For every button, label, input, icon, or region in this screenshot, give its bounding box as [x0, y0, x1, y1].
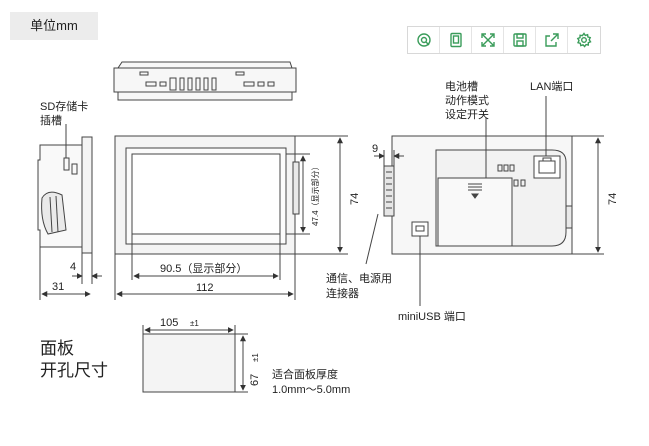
settings-icon [576, 32, 592, 48]
panel-cutout-title-2: 开孔尺寸 [40, 361, 108, 380]
comm-connector-label-2: 连接器 [326, 287, 359, 300]
sd-slot-label-1: SD存储卡 [40, 99, 88, 113]
battery-label-2: 动作模式 [445, 94, 489, 107]
dim-4-label: 4 [70, 261, 76, 273]
dim-112-label: 112 [196, 282, 214, 294]
dim-9-label: 9 [372, 143, 378, 155]
mini-usb-label: miniUSB 端口 [398, 310, 466, 323]
panel-thickness-label-1: 适合面板厚度 [272, 367, 338, 381]
cut-width-label: 105 [160, 317, 178, 329]
lan-port-label: LAN端口 [530, 80, 573, 93]
battery-label-3: 设定开关 [445, 107, 489, 121]
fullscreen-icon [480, 33, 495, 47]
rear-view [365, 96, 604, 306]
image-toolbar [407, 26, 601, 54]
settings-button[interactable] [568, 27, 600, 53]
save-button[interactable] [504, 27, 536, 53]
zoom-icon [416, 33, 431, 47]
cut-height-label: 67 [249, 374, 261, 386]
fit-page-button[interactable] [440, 27, 472, 53]
fullscreen-button[interactable] [472, 27, 504, 53]
save-icon [512, 33, 527, 47]
unit-tab[interactable]: 单位mm [10, 12, 98, 40]
panel-cutout [142, 325, 248, 393]
cut-width-tol-label: ±1 [190, 319, 199, 328]
dim-display-height-label: 47.4（显示部分） [310, 162, 320, 226]
sd-slot-label-2: 插槽 [40, 113, 62, 127]
comm-connector-label-1: 通信、电源用 [326, 271, 392, 285]
dim-74-front-label: 74 [349, 193, 361, 205]
zoom-button[interactable] [408, 27, 440, 53]
battery-label-1: 电池槽 [445, 80, 478, 93]
front-view [114, 135, 348, 300]
fit-page-icon [449, 32, 462, 48]
panel-cutout-title-1: 面板 [40, 339, 74, 358]
share-icon [544, 33, 559, 47]
dim-31-label: 31 [52, 281, 64, 293]
top-view [113, 61, 297, 101]
dim-74-rear-label: 74 [607, 193, 619, 205]
side-view [37, 124, 102, 300]
cut-height-tol-label: ±1 [251, 353, 260, 362]
dim-display-width-label: 90.5（显示部分） [160, 261, 247, 275]
panel-thickness-label-2: 1.0mm～5.0mm [272, 384, 350, 396]
share-button[interactable] [536, 27, 568, 53]
